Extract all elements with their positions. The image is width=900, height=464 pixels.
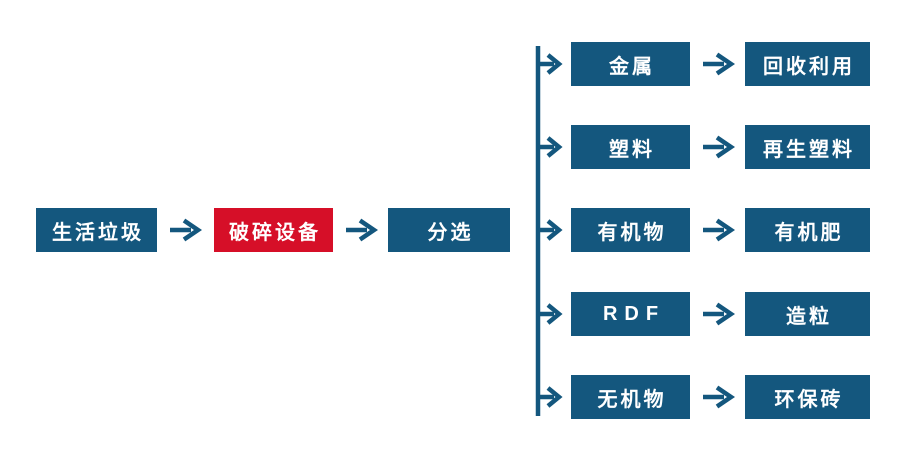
node-sorting: 分选	[388, 208, 510, 252]
arrow-right-icon	[700, 50, 736, 78]
arrow-right-icon	[700, 216, 736, 244]
node-household-waste: 生活垃圾	[36, 208, 157, 252]
node-granulation: 造粒	[745, 292, 870, 336]
arrow-right-icon	[700, 133, 736, 161]
node-plastic: 塑料	[571, 125, 690, 169]
node-rdf: RDF	[571, 292, 690, 336]
arrow-right-icon	[700, 383, 736, 411]
node-crushing-equipment: 破碎设备	[214, 208, 333, 252]
node-organic-matter: 有机物	[571, 208, 690, 252]
node-organic-fertilizer: 有机肥	[745, 208, 870, 252]
node-inorganic-matter: 无机物	[571, 375, 690, 419]
branch-connector-line	[528, 38, 572, 430]
arrow-right-icon	[700, 300, 736, 328]
node-recycling: 回收利用	[745, 42, 870, 86]
node-metal: 金属	[571, 42, 690, 86]
node-eco-brick: 环保砖	[745, 375, 870, 419]
node-recycled-plastic: 再生塑料	[745, 125, 870, 169]
arrow-right-icon	[343, 216, 379, 244]
arrow-right-icon	[167, 216, 203, 244]
